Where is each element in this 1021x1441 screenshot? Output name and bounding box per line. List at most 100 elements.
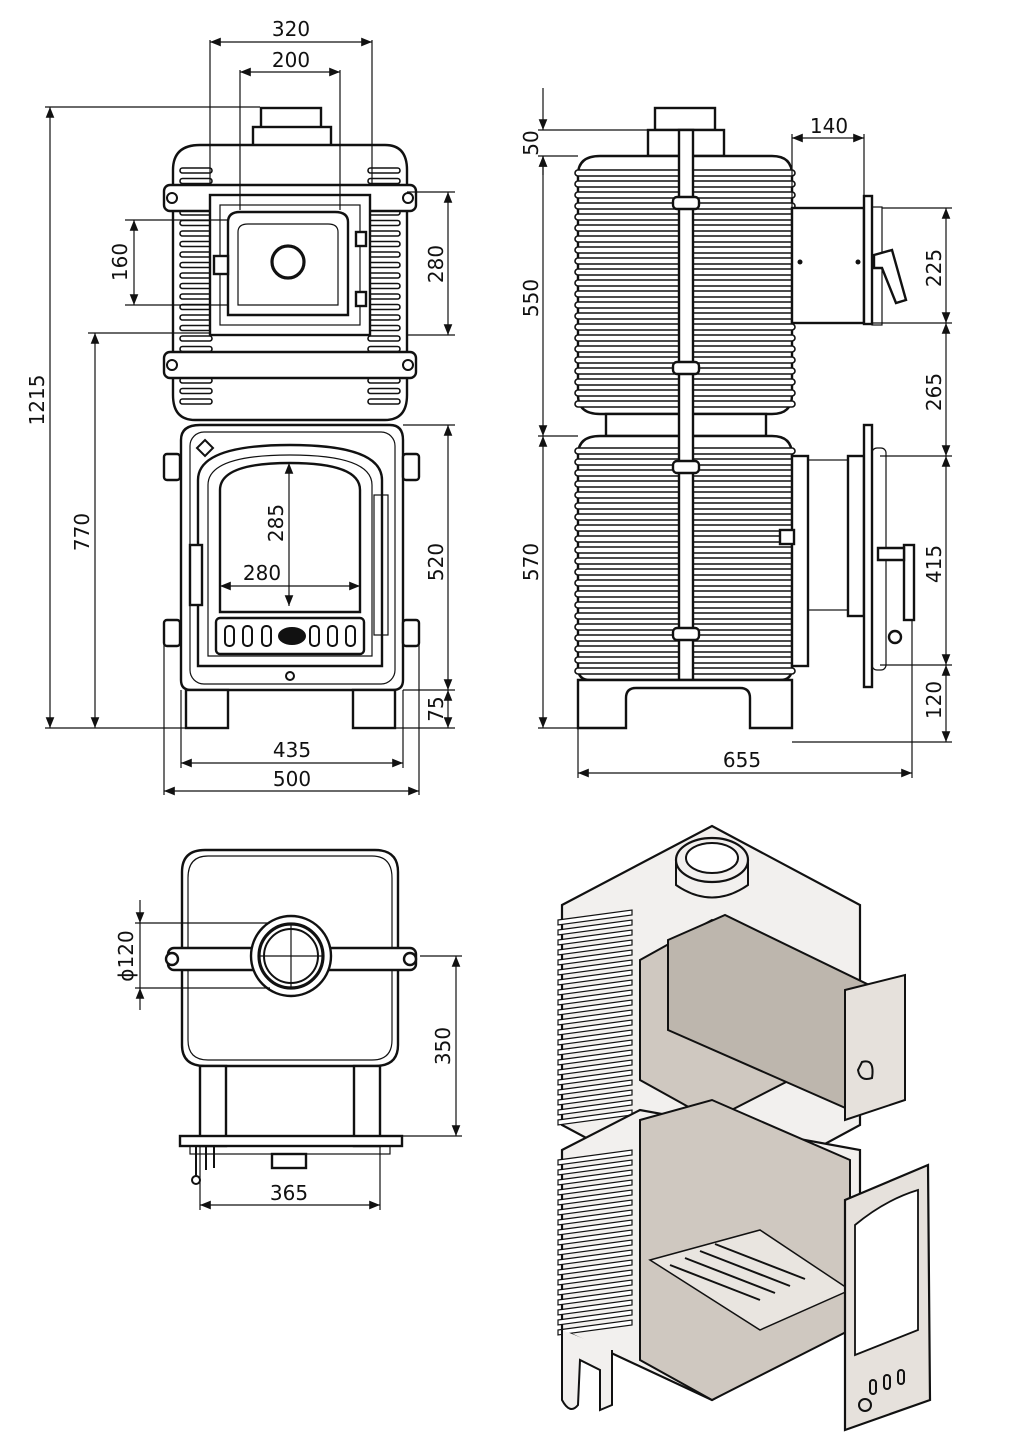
dim-overall-depth: 655 — [723, 748, 761, 772]
bolt-icon — [166, 359, 178, 371]
dim-overall-height: 1215 — [25, 375, 49, 426]
hinge-icon — [354, 230, 368, 248]
upper-door-latch — [212, 254, 230, 276]
front-rib — [179, 282, 213, 290]
strap-clamps — [671, 195, 701, 642]
front-rib — [179, 387, 213, 395]
ash-vents — [224, 625, 356, 647]
iso-rib — [557, 1199, 633, 1216]
iso-rib — [557, 1249, 633, 1266]
iso-rib — [557, 1259, 633, 1276]
side-upper-door-handle — [872, 248, 908, 305]
side-lower-box — [807, 459, 849, 611]
bolt-icon — [166, 192, 178, 204]
dim-side-gap: 265 — [922, 373, 946, 411]
front-leg-right — [351, 688, 397, 730]
diamond-logo-icon — [195, 438, 215, 458]
front-rib — [367, 345, 401, 353]
bolt-icon — [402, 359, 414, 371]
iso-rib — [557, 909, 633, 926]
front-rib — [179, 240, 213, 248]
dim-leg-span: 365 — [270, 1181, 308, 1205]
iso-rib — [557, 1229, 633, 1246]
front-leg-left — [184, 688, 230, 730]
side-upper-oven-box — [790, 206, 866, 325]
iso-oven-door — [844, 973, 906, 1122]
front-rib — [367, 272, 401, 279]
dim-top-depth: 140 — [810, 114, 848, 138]
iso-rib — [557, 949, 633, 966]
dim-upper-module-height: 280 — [424, 245, 448, 283]
upper-door — [226, 210, 350, 317]
iso-rib — [557, 969, 633, 986]
bolt-icon — [402, 951, 418, 967]
front-rib — [367, 335, 401, 342]
dim-flue-height: 50 — [519, 130, 543, 155]
side-flue-collar — [653, 106, 717, 132]
iso-rib — [557, 1079, 633, 1096]
iso-rib — [557, 1219, 633, 1236]
bottom-screw-icon — [285, 671, 295, 681]
dim-lower-body-height: 570 — [519, 543, 543, 581]
dim-flue-diameter: ϕ120 — [114, 930, 138, 981]
dim-firebox-height-floor: 770 — [70, 513, 94, 551]
iso-rib — [557, 1039, 633, 1056]
upper-door-panel — [237, 223, 339, 306]
side-view — [574, 106, 916, 730]
iso-rib — [557, 1059, 633, 1076]
dim-upper-door-height: 160 — [108, 243, 132, 281]
firebox-door-border — [207, 454, 373, 657]
bolt-icon — [402, 192, 414, 204]
iso-rib — [557, 1279, 633, 1296]
top-view — [164, 848, 418, 1185]
iso-rib — [557, 1189, 633, 1206]
front-rib — [367, 314, 401, 321]
iso-rib — [557, 929, 633, 946]
iso-rib — [557, 919, 633, 936]
front-rib — [179, 261, 213, 269]
front-rib — [367, 282, 401, 290]
front-rib — [179, 219, 213, 227]
front-rib — [367, 398, 401, 405]
iso-rib — [557, 1159, 633, 1176]
top-leg-left — [198, 1064, 228, 1148]
iso-rib — [557, 1029, 633, 1046]
dim-firebox-door-height: 285 — [264, 504, 288, 542]
side-vertical-strap — [677, 128, 695, 682]
iso-rib — [557, 1149, 633, 1166]
iso-rib — [557, 1239, 633, 1256]
iso-lower-ribs — [557, 1149, 633, 1336]
iso-rib — [557, 959, 633, 976]
dim-side-lower-door: 415 — [922, 545, 946, 583]
front-rib — [367, 261, 401, 269]
iso-rib — [557, 1089, 633, 1106]
hinge-icon — [354, 290, 368, 308]
dim-flue-offset: 350 — [431, 1027, 455, 1065]
dim-base-width: 435 — [273, 738, 311, 762]
iso-rib — [557, 1269, 633, 1286]
side-dimensions: 50 550 570 140 225 265 415 120 65 — [519, 88, 952, 778]
firebox-glass — [218, 461, 362, 614]
top-ash-knob — [270, 1152, 308, 1170]
lower-tab — [401, 452, 421, 482]
bolt-icon — [164, 951, 180, 967]
iso-rib — [557, 1049, 633, 1066]
side-ash-knob — [887, 629, 903, 645]
dim-side-legs: 120 — [922, 681, 946, 719]
lower-tab — [162, 618, 182, 648]
front-rib — [367, 251, 401, 258]
front-rib — [179, 335, 213, 342]
iso-rib — [557, 999, 633, 1016]
front-rib — [367, 240, 401, 248]
dim-legs-height: 75 — [424, 696, 448, 721]
front-rib — [367, 167, 401, 174]
dim-side-upper-door: 225 — [922, 249, 946, 287]
iso-rib — [557, 1319, 633, 1336]
flue-collar — [259, 106, 323, 130]
side-lower-frame — [790, 454, 810, 668]
iso-oven-handle-icon — [856, 1060, 874, 1080]
side-lower-box-front — [846, 454, 866, 618]
side-upper-door — [862, 194, 874, 326]
iso-rib — [557, 1019, 633, 1036]
front-dimensions: 320 200 1215 160 280 770 285 280 — [25, 17, 455, 796]
